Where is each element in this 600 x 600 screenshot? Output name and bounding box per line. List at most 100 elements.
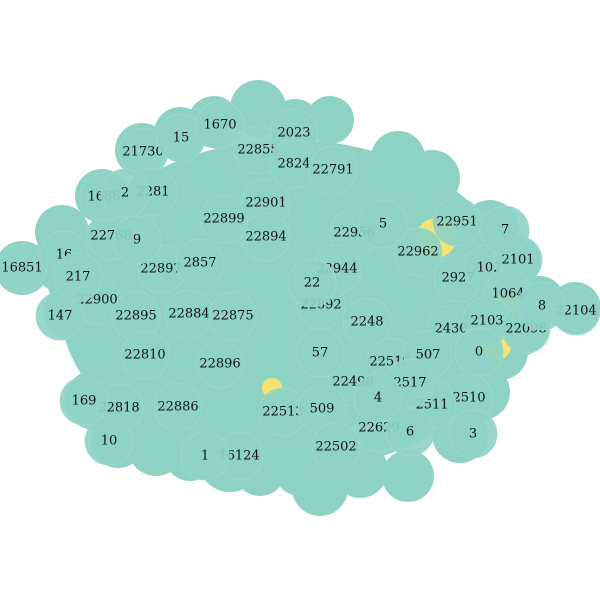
node-label: 22810 xyxy=(124,348,165,363)
graph-node: 3 xyxy=(448,409,498,459)
node-circle xyxy=(241,212,291,262)
node-circle xyxy=(195,339,245,389)
node-label: 22 xyxy=(304,276,321,291)
node-label: 2510 xyxy=(452,391,485,406)
graph-node: 10 xyxy=(84,416,134,466)
node-label: 2103 xyxy=(470,314,503,329)
graph-node: 22896 xyxy=(195,339,245,389)
graph-node: 22502 xyxy=(311,422,361,472)
node-label: 22899 xyxy=(203,212,244,227)
node-label: 217 xyxy=(66,270,91,285)
node-circle xyxy=(480,205,530,255)
node-label: 1 xyxy=(201,449,209,464)
node-circle xyxy=(448,409,498,459)
node-label: 22818 xyxy=(98,401,139,416)
graph-node: 2510 xyxy=(444,373,494,423)
graph-node: 509 xyxy=(297,384,347,434)
node-label: 22791 xyxy=(312,163,353,178)
node-label: 3 xyxy=(469,427,477,442)
cluster-blob xyxy=(274,444,326,496)
graph-node: 22886 xyxy=(153,382,203,432)
node-label: 2517 xyxy=(393,376,426,391)
graph-node: 4 xyxy=(353,373,403,423)
node-label: 22896 xyxy=(199,357,240,372)
node-label: 509 xyxy=(310,402,335,417)
graph-node: 147 xyxy=(35,291,85,341)
node-circle xyxy=(358,199,408,249)
graph-node: 5 xyxy=(358,199,408,249)
node-label: 22897 xyxy=(140,262,181,277)
graph-node: 16851 xyxy=(0,243,47,293)
node-label: 5 xyxy=(379,217,387,232)
node-circle xyxy=(432,197,482,247)
node-label: 9 xyxy=(133,233,141,248)
node-label: 147 xyxy=(48,309,73,324)
node-label: 2824 xyxy=(277,157,310,172)
node-label: 2023 xyxy=(277,126,310,141)
node-circle xyxy=(53,252,103,302)
node-label: 2857 xyxy=(183,256,216,271)
node-label: 22962 xyxy=(397,245,438,260)
node-circle xyxy=(59,376,109,426)
node-label: 22894 xyxy=(245,230,286,245)
node-label: 8 xyxy=(538,299,546,314)
node-circle xyxy=(120,330,170,380)
graph-node: 57 xyxy=(295,328,345,378)
node-circle xyxy=(385,407,435,457)
node-circle xyxy=(195,100,245,150)
graph-node: 22875 xyxy=(208,291,258,341)
graph-node: 22895 xyxy=(111,291,161,341)
node-label: 22855 xyxy=(237,143,278,158)
graph-node: 169 xyxy=(59,376,109,426)
node-circle xyxy=(353,373,403,423)
node-label: 507 xyxy=(416,348,441,363)
node-circle xyxy=(311,422,361,472)
node-circle xyxy=(153,382,203,432)
graph-node: 2248 xyxy=(342,297,392,347)
node-label: 21730 xyxy=(122,145,163,160)
node-label: 22901 xyxy=(245,196,286,211)
node-circle xyxy=(208,291,258,341)
node-label: 169 xyxy=(72,394,97,409)
node-label: 0 xyxy=(475,345,483,360)
node-label: 1670 xyxy=(203,118,236,133)
node-label: 22884 xyxy=(168,307,209,322)
node-circle xyxy=(175,238,225,288)
node-label: 22875 xyxy=(212,309,253,324)
graph-node: 7 xyxy=(480,205,530,255)
graph-node: 22962 xyxy=(393,227,443,277)
graph-node: 0 xyxy=(454,327,504,377)
node-label: 15 xyxy=(173,131,190,146)
node-circle xyxy=(100,168,150,218)
node-label: 16851 xyxy=(1,261,42,276)
node-circle xyxy=(454,327,504,377)
node-circle xyxy=(180,431,230,481)
node-label: 2430 xyxy=(434,322,467,337)
node-label: 22886 xyxy=(157,400,198,415)
graph-node: 6 xyxy=(385,407,435,457)
node-label: 7 xyxy=(501,223,509,238)
node-circle xyxy=(517,281,567,331)
graph-node: 22894 xyxy=(241,212,291,262)
graph-node: 2 xyxy=(100,168,150,218)
graph-node: 21730 xyxy=(118,127,168,177)
node-circle xyxy=(84,416,134,466)
node-circle xyxy=(287,258,337,308)
node-label: 22951 xyxy=(436,215,477,230)
node-circle xyxy=(342,297,392,347)
graph-node: 2857 xyxy=(175,238,225,288)
node-label: 2 xyxy=(121,186,129,201)
graph-node: 22 xyxy=(287,258,337,308)
node-label: 22513 xyxy=(262,405,303,420)
node-circle xyxy=(393,227,443,277)
node-label: 4 xyxy=(374,391,382,406)
graph-node: 1670 xyxy=(195,100,245,150)
graph-node: 22901 xyxy=(241,178,291,228)
graph-node: 22951 xyxy=(432,197,482,247)
node-label: 10 xyxy=(101,434,118,449)
graph-node: 2824 xyxy=(269,139,319,189)
graph-node: 15 xyxy=(156,113,206,163)
